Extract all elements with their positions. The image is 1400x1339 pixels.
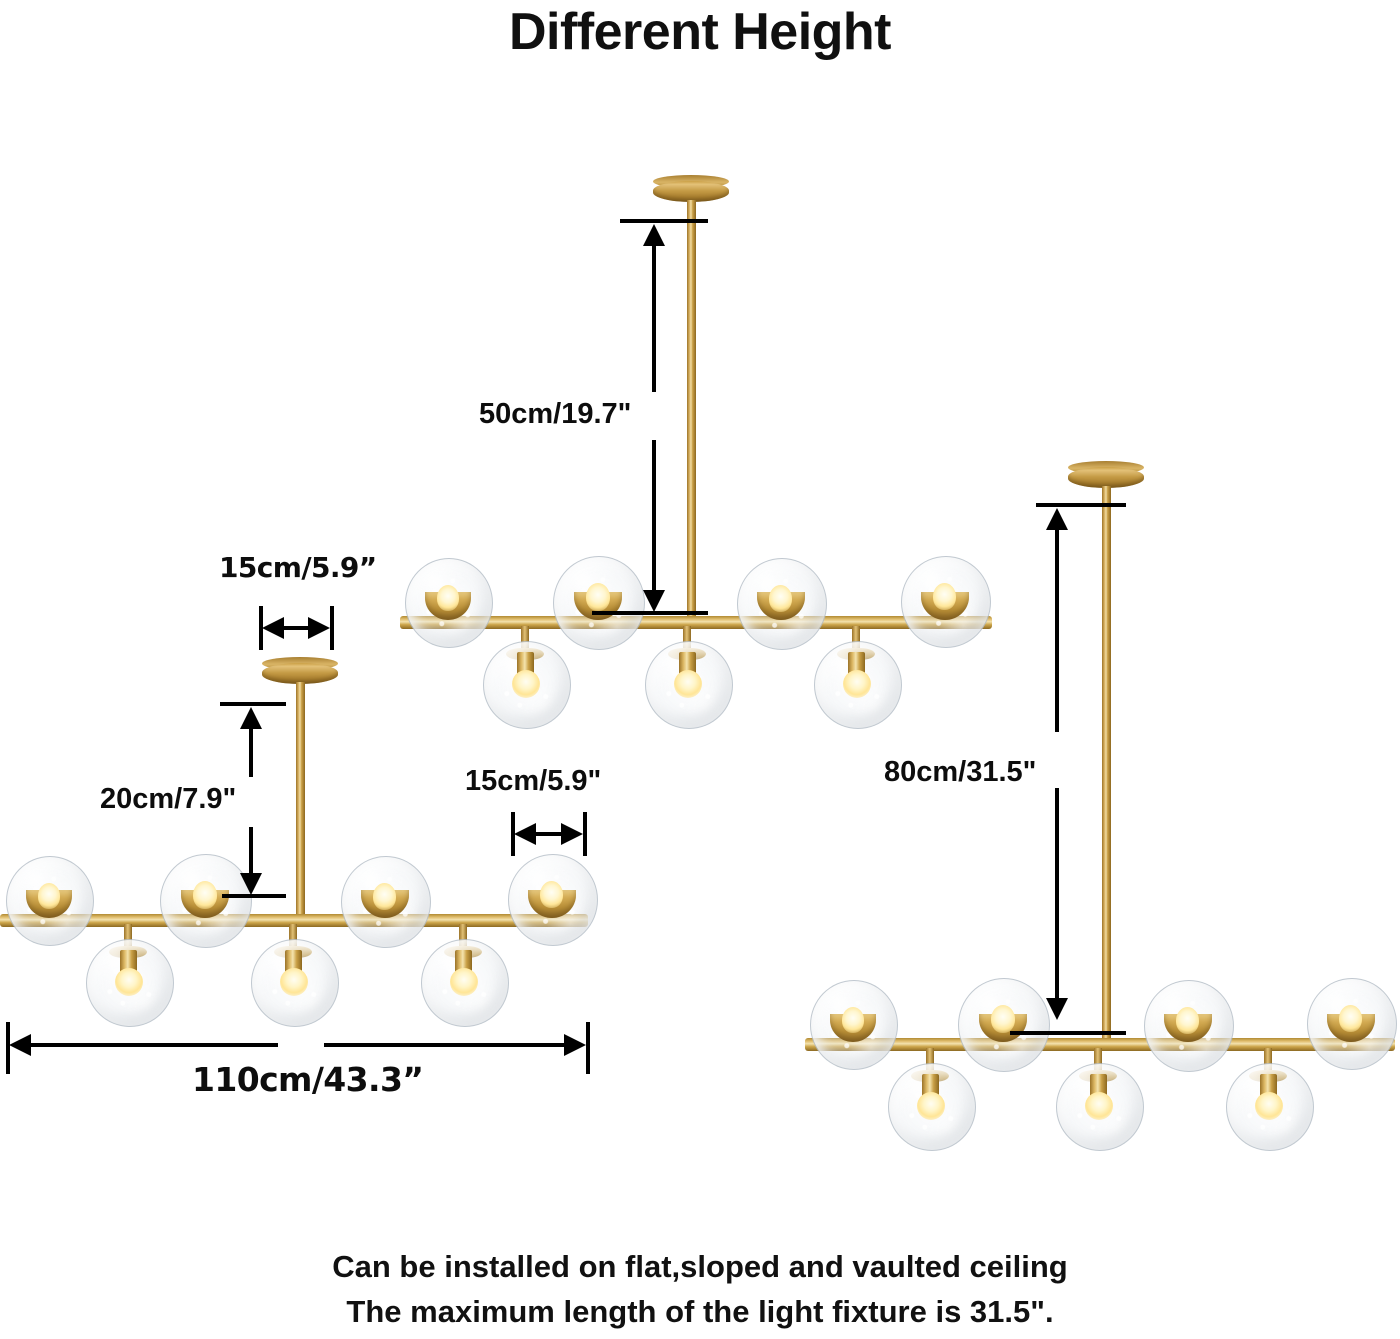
- dimension-label-15cm-top: 15cm/5.9”: [219, 551, 377, 584]
- arrow-head-right: [561, 823, 583, 845]
- bulb-glow: [450, 968, 478, 996]
- bulb-glow: [38, 883, 60, 909]
- arrow-head-down: [643, 590, 665, 612]
- bulb-glow: [1255, 1092, 1283, 1120]
- globe-stem: [852, 626, 860, 652]
- extension-line-right: [583, 812, 587, 856]
- globe-stem: [459, 924, 467, 950]
- caption-line-2: The maximum length of the light fixture …: [346, 1294, 1054, 1329]
- globe-stem: [289, 924, 297, 950]
- dimension-line-lower: [1055, 788, 1059, 1000]
- ceiling-canopy: [653, 181, 729, 202]
- arrow-head-right: [308, 617, 330, 639]
- dimension-line-lower: [249, 827, 253, 875]
- arrow-head-up: [240, 707, 262, 729]
- bulb-glow: [933, 583, 956, 610]
- dimension-label-20cm: 20cm/7.9": [100, 783, 237, 815]
- drop-rod: [296, 682, 305, 920]
- dimension-line-upper: [249, 727, 253, 777]
- dimension-line-right-seg: [324, 1043, 566, 1047]
- ceiling-canopy: [262, 663, 338, 684]
- arrow-head-down: [1046, 998, 1068, 1020]
- dimension-line-upper: [1055, 528, 1059, 732]
- extension-line-top: [620, 219, 708, 223]
- bulb-glow: [373, 883, 396, 910]
- arrow-head-left: [514, 823, 536, 845]
- extension-line-left: [6, 1022, 10, 1074]
- extension-line-left: [511, 812, 515, 856]
- extension-line-left: [259, 606, 263, 650]
- bulb-glow: [437, 585, 459, 611]
- dimension-label-110cm: 110cm/43.3”: [192, 1060, 424, 1099]
- arrow-head-left: [9, 1034, 31, 1056]
- bulb-glow: [586, 583, 610, 611]
- bulb-glow: [1176, 1007, 1199, 1034]
- drop-rod: [687, 200, 696, 622]
- dimension-line: [534, 832, 563, 836]
- globe-stem: [1264, 1048, 1272, 1074]
- bulb-glow: [843, 670, 871, 698]
- extension-line-bottom: [222, 894, 286, 898]
- bulb-glow: [540, 881, 563, 908]
- horizontal-bar: [805, 1038, 1395, 1051]
- arrow-head-up: [643, 224, 665, 246]
- extension-line-right: [330, 606, 334, 650]
- globe-stem: [124, 924, 132, 950]
- dimension-line-left-seg: [30, 1043, 278, 1047]
- bulb-glow: [512, 670, 540, 698]
- bulb-glow: [115, 968, 143, 996]
- bulb-glow: [917, 1092, 945, 1120]
- extension-line-bottom: [592, 611, 708, 615]
- extension-line-top: [220, 702, 286, 706]
- page-title: Different Height: [509, 3, 892, 61]
- extension-line-right: [586, 1022, 590, 1074]
- extension-line-top: [1036, 503, 1126, 507]
- horizontal-bar: [400, 616, 992, 629]
- caption-line-1: Can be installed on flat,sloped and vaul…: [332, 1249, 1068, 1284]
- arrow-head-left: [262, 617, 284, 639]
- drop-rod: [1102, 486, 1111, 1044]
- bulb-glow: [769, 585, 792, 612]
- bulb-glow: [280, 968, 308, 996]
- bulb-glow: [674, 670, 702, 698]
- globe-stem: [926, 1048, 934, 1074]
- arrow-head-up: [1046, 508, 1068, 530]
- globe-stem: [683, 626, 691, 652]
- dimension-label-50cm: 50cm/19.7": [479, 398, 632, 430]
- bulb-glow: [193, 881, 217, 909]
- bulb-glow: [1339, 1005, 1362, 1032]
- ceiling-canopy: [1068, 467, 1144, 488]
- arrow-head-right: [564, 1034, 586, 1056]
- dimension-line-lower: [652, 440, 656, 592]
- dimension-line-upper: [652, 244, 656, 392]
- globe-stem: [521, 626, 529, 652]
- bulb-glow: [991, 1005, 1015, 1033]
- bulb-glow: [1085, 1092, 1113, 1120]
- bulb-glow: [842, 1007, 864, 1033]
- globe-stem: [1094, 1048, 1102, 1074]
- arrow-head-down: [240, 873, 262, 895]
- horizontal-bar: [0, 914, 588, 927]
- dimension-label-15cm-left: 15cm/5.9": [465, 765, 602, 797]
- dimension-label-80cm: 80cm/31.5": [884, 756, 1037, 788]
- extension-line-bottom: [1010, 1031, 1126, 1035]
- dimension-line: [282, 626, 310, 630]
